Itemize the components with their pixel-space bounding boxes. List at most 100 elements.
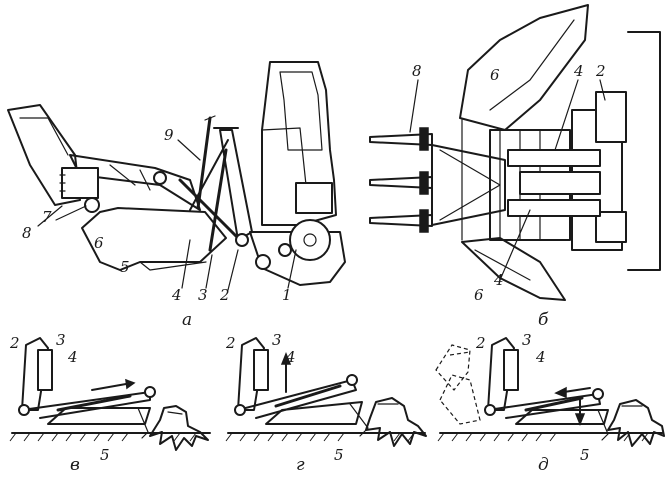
blade-8 — [7, 104, 81, 206]
leader-8 — [37, 205, 63, 227]
label-g-5: 5 — [334, 446, 344, 464]
tooth-v — [137, 407, 149, 439]
tine-clamp-2 — [419, 171, 429, 195]
view-g-stage-2: 2 3 4 5 г — [225, 331, 427, 475]
motion-arrow-v — [91, 383, 127, 391]
boom-arm-9 — [196, 116, 212, 210]
leader-9 — [177, 139, 201, 161]
frame-rails — [489, 129, 571, 241]
tractor-cab — [261, 61, 337, 226]
hinge-7 — [84, 197, 100, 213]
leader-b-4 — [554, 79, 579, 151]
tine-clamp-1 — [419, 127, 429, 151]
frame-body-6 — [81, 207, 227, 271]
lower-pivot — [235, 233, 249, 247]
cylinder-3-v — [37, 349, 53, 391]
label-d-3: 3 — [522, 331, 532, 349]
label-v-2: 2 — [9, 334, 20, 352]
label-a-5: 5 — [120, 258, 130, 276]
cylinder-3-g — [253, 349, 269, 391]
stump-top-v — [167, 411, 183, 415]
road-wheel — [278, 243, 292, 257]
label-a-4: 4 — [171, 286, 182, 304]
view-d-stage-3: 2 3 4 5 д — [435, 331, 665, 475]
base-5-v — [47, 407, 151, 425]
cylinder-4-upper — [507, 149, 601, 167]
tooth-d — [597, 409, 609, 441]
label-a-7: 7 — [42, 208, 52, 226]
tractor-front-plan — [627, 31, 661, 271]
label-g-2: 2 — [225, 334, 236, 352]
leader-b-2 — [599, 79, 606, 101]
label-d-2: 2 — [475, 334, 486, 352]
blade-teeth — [59, 174, 66, 192]
lever-pivot — [153, 171, 167, 185]
caption-b: б — [538, 310, 549, 330]
ground-hatch-d — [437, 432, 649, 442]
lift-arrowhead-g — [280, 351, 292, 365]
cylinder-4-g — [274, 384, 342, 408]
view-v-stage-1: 2 3 4 5 в — [9, 331, 211, 475]
previous-position-base-d — [439, 374, 481, 425]
pivot-g — [234, 404, 246, 416]
cylinder-3-d — [503, 349, 519, 391]
label-b-8: 8 — [412, 62, 422, 80]
cylinder-4-d — [524, 396, 584, 412]
mount-bracket-top — [595, 91, 627, 143]
tine-head — [431, 144, 506, 226]
leader-b-8 — [409, 79, 419, 133]
tractor-body-block — [295, 182, 333, 214]
label-a-1: 1 — [282, 286, 292, 304]
label-d-5: 5 — [580, 446, 590, 464]
retract-arrowhead-d — [554, 386, 567, 399]
label-v-5: 5 — [100, 446, 110, 464]
base-5-d — [515, 409, 609, 425]
idler-wheel — [255, 254, 271, 270]
pivot-d — [484, 404, 496, 416]
tooth-g — [349, 403, 369, 437]
caption-v: в — [70, 455, 80, 475]
view-b-plan-view: 8 6 4 2 6 4 б — [369, 4, 661, 330]
label-a-9: 9 — [164, 126, 174, 144]
drive-wheel — [289, 219, 331, 261]
boom-arm-tip — [204, 115, 216, 121]
previous-position-head-d — [435, 344, 471, 391]
view-a-side-elevation: 8 7 6 5 4 3 2 1 9 а — [7, 61, 346, 330]
arrowhead-v — [125, 378, 136, 390]
tine-2 — [369, 176, 433, 189]
hydraulic-cylinder-4 — [178, 178, 242, 242]
lever-truss — [109, 164, 151, 191]
label-a-6: 6 — [94, 234, 104, 252]
mount-bracket-bottom — [595, 211, 627, 243]
leader-4 — [181, 239, 191, 289]
label-v-4: 4 — [67, 348, 78, 366]
caption-g: г — [296, 455, 305, 475]
ground-hatch-v — [9, 432, 197, 442]
blade-inner-edge — [19, 117, 69, 156]
label-b-4-lower: 4 — [493, 271, 504, 289]
label-g-4: 4 — [285, 348, 296, 366]
leader-1 — [287, 249, 297, 289]
cylinder-4-lower — [507, 199, 601, 217]
label-d-4: 4 — [535, 348, 546, 366]
previous-position-arm-d — [449, 351, 471, 356]
mast-frame — [219, 129, 253, 241]
tine-3 — [369, 214, 433, 227]
drop-arrowhead-d — [574, 413, 586, 427]
wing-lower-edge — [474, 249, 531, 281]
leader-7 — [55, 205, 87, 221]
pivot-v — [18, 404, 30, 416]
label-a-2: 2 — [219, 286, 230, 304]
head-pivot-g — [346, 374, 358, 386]
cab-window — [279, 71, 323, 151]
label-v-3: 3 — [56, 331, 66, 349]
teeth-block — [61, 167, 99, 199]
stump-g — [365, 397, 427, 447]
base-5-g — [265, 401, 363, 425]
label-b-4-upper: 4 — [573, 62, 584, 80]
leader-3 — [205, 254, 213, 289]
head-pivot-v — [144, 386, 156, 398]
tine-1 — [369, 133, 433, 146]
